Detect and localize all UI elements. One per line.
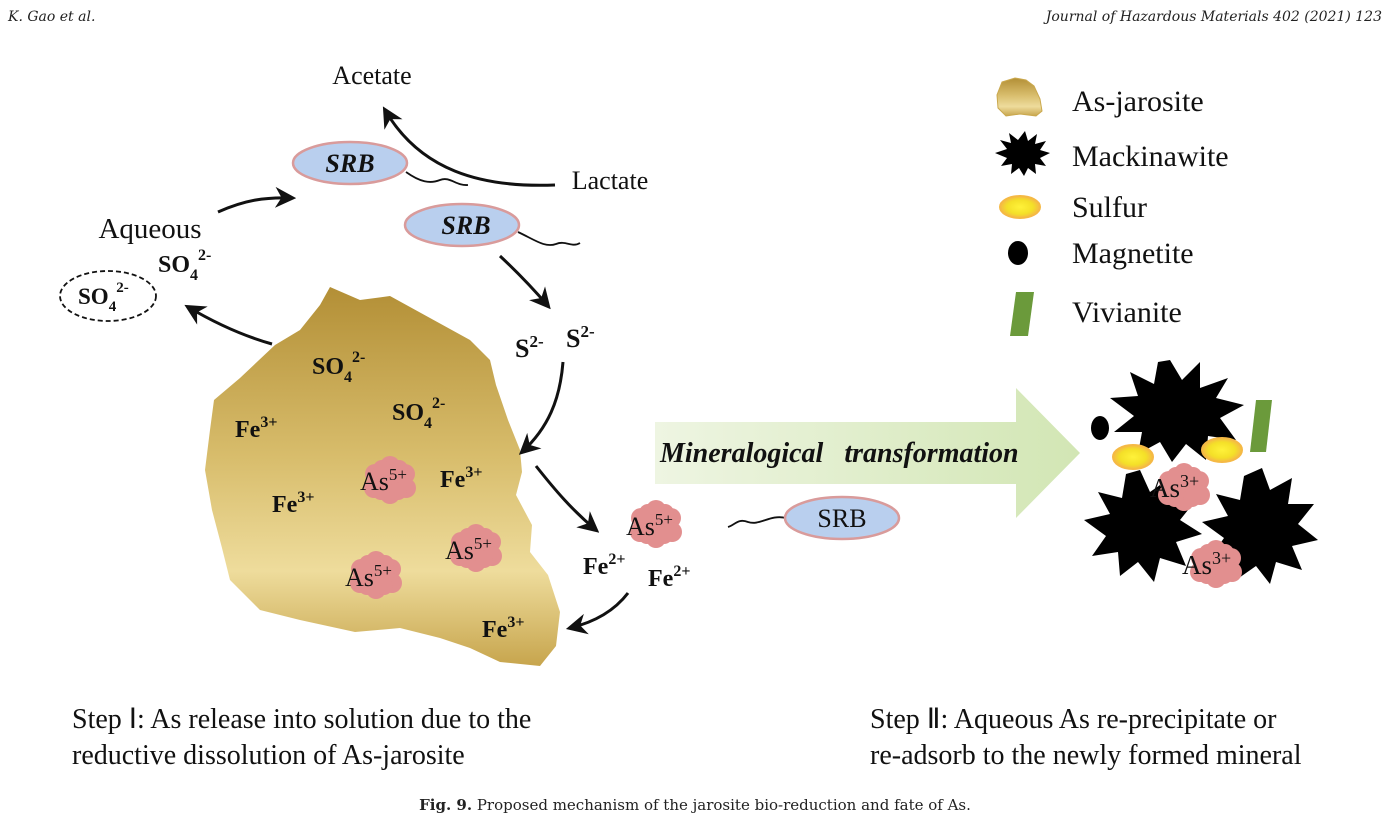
arrow-jarosite-to-fe2 (534, 465, 600, 533)
mackinawite-crystal-top (1110, 360, 1244, 462)
jarosite-sulfate-1: SO42- (312, 349, 365, 386)
aqueous-sulfate: SO42- (158, 247, 211, 284)
mackinawite-icon (995, 131, 1050, 176)
svg-text:As5+: As5+ (345, 561, 392, 592)
arsenite-blob-1: As3+ (1150, 463, 1210, 511)
fe2-ion-1: Fe2+ (583, 551, 625, 580)
arsenate-blob-1: As5+ (360, 456, 416, 504)
legend-label-mackinawite: Mackinawite (1072, 140, 1229, 173)
svg-text:As5+: As5+ (360, 465, 407, 496)
srb-cell-top: SRB (291, 140, 469, 186)
vivianite-crystal (1250, 400, 1272, 452)
header-authors: K. Gao et al. (8, 9, 96, 25)
dissolved-sulfate: SO42- (78, 280, 129, 315)
step2-line2: re-adsorb to the newly formed mineral (870, 740, 1302, 771)
legend: As-jarosite Mackinawite Sulfur Magnetite… (995, 77, 1229, 336)
srb-label-top: SRB (325, 149, 374, 178)
header-journal: Journal of Hazardous Materials 402 (2021… (1045, 9, 1382, 25)
sulfide-ion-2: S2- (566, 322, 595, 353)
srb-label-middle: SRB (441, 211, 490, 240)
fe3-ion-2: Fe3+ (272, 489, 314, 518)
sulfur-particle-1 (1112, 444, 1154, 470)
product-cluster: As3+ As3+ (1084, 360, 1318, 588)
sulfur-particle-2 (1201, 437, 1243, 463)
arrow-fe2-to-fe3 (565, 592, 630, 635)
magnetite-particle (1091, 416, 1109, 440)
lactate-label: Lactate (572, 166, 649, 195)
caption-label: Fig. 9. (419, 796, 473, 814)
vivianite-icon (1010, 292, 1034, 336)
legend-label-vivianite: Vivianite (1072, 296, 1182, 329)
svg-text:As3+: As3+ (1182, 548, 1231, 580)
legend-label-magnetite: Magnetite (1072, 237, 1194, 270)
fe3-ion-1: Fe3+ (235, 414, 277, 443)
step1-line1: Step Ⅰ: As release into solution due to … (72, 704, 532, 735)
caption-text: Proposed mechanism of the jarosite bio-r… (472, 796, 971, 814)
legend-label-jarosite: As-jarosite (1072, 85, 1204, 118)
fe2-ion-2: Fe2+ (648, 563, 690, 592)
arsenite-blob-2: As3+ (1182, 540, 1242, 588)
fe3-ion-3: Fe3+ (440, 464, 482, 493)
fe3-ion-4: Fe3+ (482, 614, 524, 643)
svg-text:As5+: As5+ (626, 510, 673, 541)
step1-line2: reductive dissolution of As-jarosite (72, 740, 465, 771)
transformation-label: Mineralogical transformation (659, 438, 1019, 469)
sulfur-icon (999, 195, 1041, 219)
jarosite-icon (996, 77, 1043, 117)
dissolved-sulfate-circle (59, 270, 157, 322)
step2-line1: Step Ⅱ: Aqueous As re-precipitate or (870, 704, 1277, 735)
srb-cell-middle: SRB (403, 202, 581, 248)
svg-text:As3+: As3+ (1150, 471, 1199, 503)
acetate-label: Acetate (332, 61, 411, 90)
transformation-arrow (655, 388, 1080, 518)
magnetite-icon (1008, 241, 1028, 265)
figure-caption: Fig. 9. Proposed mechanism of the jarosi… (0, 796, 1390, 814)
mechanism-diagram: SRB SRB SRB Acetate Lactate Aqueous SO42… (59, 61, 1318, 666)
arrow-srb-to-sulfide (498, 254, 551, 310)
jarosite-sulfate-2: SO42- (392, 395, 445, 432)
srb-cell-right: SRB (727, 495, 901, 541)
legend-label-sulfur: Sulfur (1072, 191, 1147, 224)
svg-text:As5+: As5+ (445, 534, 492, 565)
arrow-lactate-to-acetate (382, 106, 556, 187)
sulfide-ion-1: S2- (515, 332, 544, 363)
arsenate-blob-2: As5+ (445, 524, 502, 572)
arrow-aqueous-to-srb (217, 186, 297, 214)
arsenate-blob-3: As5+ (345, 551, 402, 599)
arsenate-blob-released: As5+ (626, 500, 682, 548)
arrow-sulfide-to-jarosite (518, 361, 565, 455)
mackinawite-crystal-left (1084, 470, 1202, 582)
arrow-jarosite-to-aqueous-sulfate (184, 304, 273, 346)
aqueous-label: Aqueous (98, 213, 201, 245)
srb-label-right: SRB (817, 504, 866, 533)
